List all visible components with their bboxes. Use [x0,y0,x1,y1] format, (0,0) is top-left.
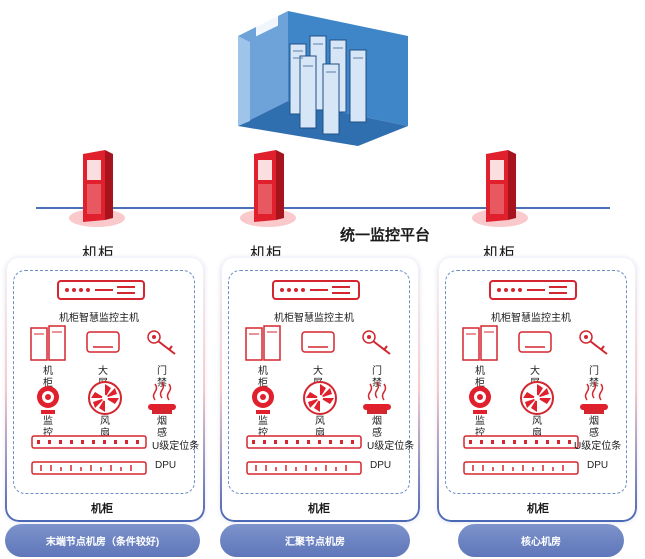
label-smoke: 烟感 [589,416,599,439]
cabinet-tower-3 [468,148,532,228]
room-pill-2: 汇聚节点机房 [220,524,410,557]
label-cabinet: 机柜 [43,366,53,389]
smoke-detector-icon [363,381,391,414]
aircon-icon [518,331,552,353]
label-pdu: DPU [370,460,392,471]
host-label: 机柜智慧监控主机 [274,313,354,324]
smoke-detector-icon [148,381,176,414]
room-pill-3: 核心机房 [458,524,624,557]
host-label: 机柜智慧监控主机 [59,313,139,324]
cabinet-icon [30,325,66,361]
label-smoke: 烟感 [157,416,167,439]
aircon-icon [301,331,335,353]
fan-icon [88,381,122,415]
label-camera: 监控 [258,416,268,439]
label-fan: 风扇 [100,416,110,439]
cabinet-icon [245,325,281,361]
label-door: 门禁 [157,366,167,389]
label-camera: 监控 [43,416,53,439]
room-label: 核心机房 [521,537,561,548]
label-fan: 风扇 [532,416,542,439]
panel-footer: 机柜 [91,503,113,515]
ustrip-icon [246,435,362,449]
panel-1: 机柜智慧监控主机 机柜 大屏 门禁 监控 风扇 烟感 U级定位条 DPU 机柜 [5,256,205,522]
cabinet-icon [462,325,498,361]
room-label: 汇聚节点机房 [285,537,345,548]
panel-dash-frame [445,270,627,494]
key-icon [147,330,176,355]
ustrip-icon [463,435,579,449]
server-room-icon [238,11,408,146]
aircon-icon [86,331,120,353]
key-icon [362,330,391,355]
panel-dash-frame [228,270,410,494]
label-ustrip: U级定位条 [574,441,622,452]
panel-dash-frame [13,270,195,494]
label-door: 门禁 [372,366,382,389]
cabinet-tower-2 [236,148,300,228]
room-label: 末端节点机房（条件较好) [45,537,160,548]
panel-3: 机柜智慧监控主机 机柜 大屏 门禁 监控 风扇 烟感 U级定位条 DPU 机柜 [437,256,637,522]
smoke-detector-icon [580,381,608,414]
fan-icon [303,381,337,415]
host-device-icon [272,280,360,300]
panel-2: 机柜智慧监控主机 机柜 大屏 门禁 监控 风扇 烟感 U级定位条 DPU 机柜 [220,256,420,522]
host-label: 机柜智慧监控主机 [491,313,571,324]
label-ustrip: U级定位条 [367,441,415,452]
label-cabinet: 机柜 [475,366,485,389]
camera-icon [469,386,491,414]
label-pdu: DPU [587,460,609,471]
key-icon [579,330,608,355]
label-cabinet: 机柜 [258,366,268,389]
host-device-icon [57,280,145,300]
cabinet-tower-1 [65,148,129,228]
pdu-icon [31,461,147,475]
label-door: 门禁 [589,366,599,389]
panel-footer: 机柜 [527,503,549,515]
ustrip-icon [31,435,147,449]
label-camera: 监控 [475,416,485,439]
pdu-icon [463,461,579,475]
label-fan: 风扇 [315,416,325,439]
camera-icon [37,386,59,414]
camera-icon [252,386,274,414]
room-pill-1: 末端节点机房（条件较好) [5,524,200,557]
label-pdu: DPU [155,460,177,471]
cabinet-tower-icon [240,150,296,227]
platform-label: 统一监控平台 [340,227,431,244]
pdu-icon [246,461,362,475]
label-smoke: 烟感 [372,416,382,439]
cabinet-tower-icon [69,150,125,227]
label-ustrip: U级定位条 [152,441,200,452]
host-device-icon [489,280,577,300]
fan-icon [520,381,554,415]
cabinet-tower-icon [472,150,528,227]
panel-footer: 机柜 [308,503,330,515]
